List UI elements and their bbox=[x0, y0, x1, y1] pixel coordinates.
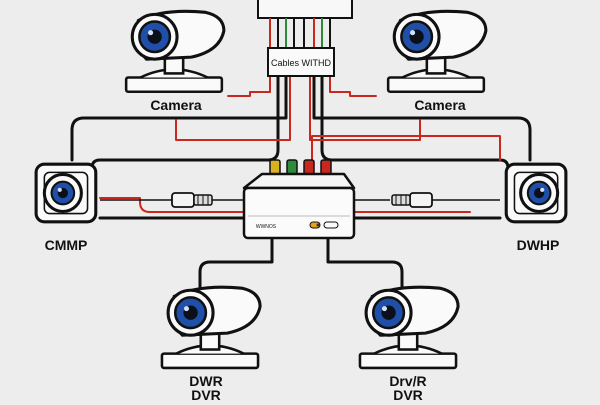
camera-top-left bbox=[124, 9, 226, 94]
bnc-connector-right bbox=[391, 192, 433, 208]
dvr-hub: WWNOS bbox=[242, 172, 356, 240]
camera-mid-right bbox=[504, 162, 568, 224]
connector-box: Cables WITHD bbox=[257, 0, 353, 77]
black-wires bbox=[70, 74, 532, 292]
rca-plugs bbox=[269, 159, 332, 175]
camera-mid-left bbox=[34, 162, 98, 224]
camera-bottom-left bbox=[160, 285, 262, 370]
camera-bottom-right-label-2: DVR bbox=[393, 387, 423, 400]
camera-bottom-left-label-2: DVR bbox=[191, 387, 221, 400]
camera-bottom-right bbox=[358, 285, 460, 370]
connector-box-label: Cables WITHD bbox=[271, 58, 332, 68]
camera-top-left-label: Camera bbox=[150, 97, 202, 113]
power-led bbox=[316, 223, 320, 227]
camera-bottom-left-label-1: DWR bbox=[189, 373, 222, 389]
camera-bottom-right-label-1: Drv/R bbox=[389, 373, 426, 389]
hub-brand-label: WWNOS bbox=[256, 224, 277, 230]
red-wires bbox=[99, 75, 501, 213]
camera-mid-left-label: CMMP bbox=[45, 237, 88, 253]
camera-mid-right-label: DWHP bbox=[517, 237, 560, 253]
camera-top-right-label: Camera bbox=[414, 97, 466, 113]
bnc-connector-left bbox=[171, 192, 213, 208]
camera-top-right bbox=[386, 9, 488, 94]
